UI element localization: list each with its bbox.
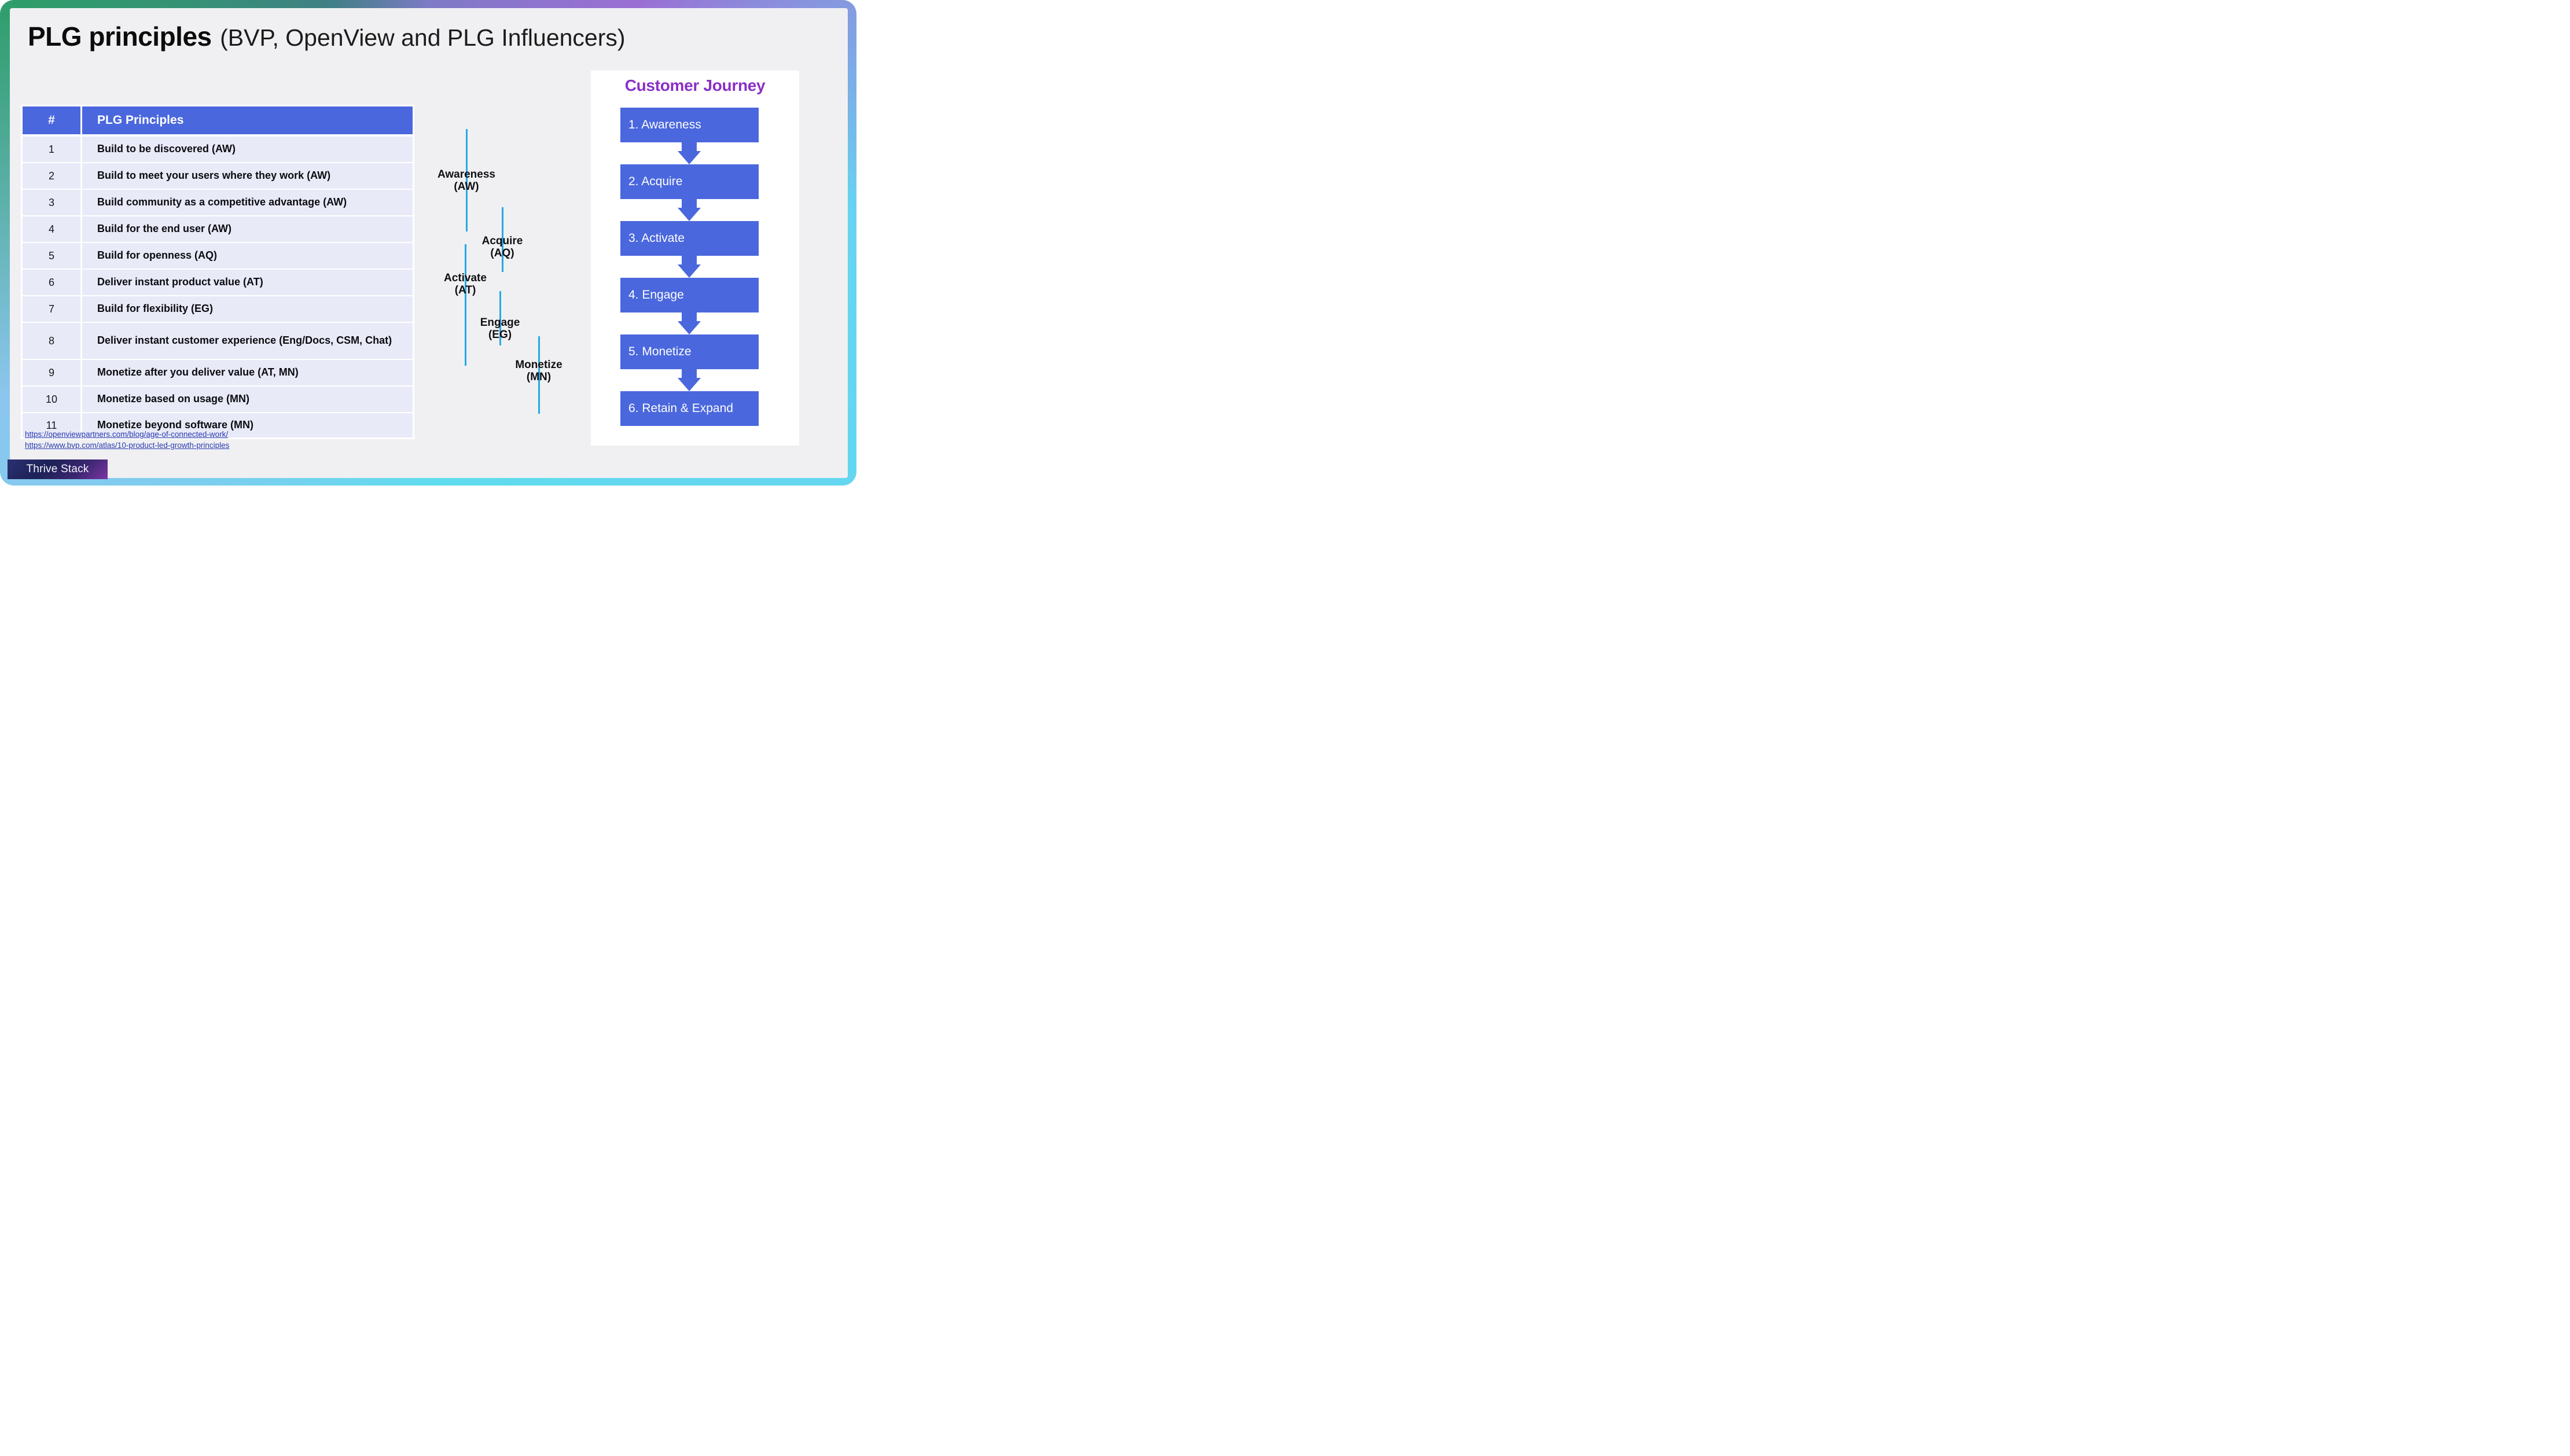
stage-line-activate: [465, 244, 466, 366]
table-row: 10 Monetize based on usage (MN): [23, 387, 413, 412]
down-arrow-icon: [678, 369, 701, 391]
down-arrow-icon: [678, 312, 701, 334]
down-arrow-icon: [678, 256, 701, 278]
stage-label-engage: Engage (EG): [454, 317, 546, 341]
row-text: Deliver instant product value (AT): [82, 270, 413, 295]
row-number: 11: [23, 413, 80, 437]
table-header-num: #: [23, 106, 80, 134]
table-row: 2 Build to meet your users where they wo…: [23, 163, 413, 189]
row-text: Build community as a competitive advanta…: [82, 190, 413, 215]
table-row: 6 Deliver instant product value (AT): [23, 270, 413, 295]
source-link-bvp[interactable]: https://www.bvp.com/atlas/10-product-led…: [25, 441, 230, 450]
down-arrow-icon: [678, 142, 701, 164]
row-number: 3: [23, 190, 80, 215]
table-row: 9 Monetize after you deliver value (AT, …: [23, 360, 413, 385]
row-number: 6: [23, 270, 80, 295]
journey-step-activate: 3. Activate: [620, 221, 759, 256]
stage-label-monetize: Monetize (MN): [492, 359, 585, 383]
stage-label-acquire: Acquire (AQ): [456, 235, 549, 259]
row-number: 8: [23, 323, 80, 359]
table-row: 5 Build for openness (AQ): [23, 243, 413, 269]
stage-abbr: (AT): [454, 284, 476, 296]
row-text: Monetize beyond software (MN): [82, 413, 413, 437]
row-number: 1: [23, 137, 80, 162]
stage-abbr: (AW): [454, 181, 479, 193]
row-text: Monetize after you deliver value (AT, MN…: [82, 360, 413, 385]
stage-line-engage: [499, 291, 501, 345]
row-text: Build for flexibility (EG): [82, 296, 413, 322]
stage-abbr: (EG): [488, 329, 512, 341]
table-row: 11 Monetize beyond software (MN): [23, 413, 413, 437]
stage-line-acquire: [502, 207, 503, 272]
stage-name: Activate: [444, 272, 487, 284]
stage-abbr: (AQ): [490, 247, 514, 259]
row-number: 2: [23, 163, 80, 189]
journey-step-acquire: 2. Acquire: [620, 164, 759, 199]
table-header-row: # PLG Principles: [23, 106, 413, 134]
source-link-openview[interactable]: https://openviewpartners.com/blog/age-of…: [25, 430, 229, 439]
slide-frame: PLG principles (BVP, OpenView and PLG In…: [0, 0, 856, 486]
row-text: Build to be discovered (AW): [82, 137, 413, 162]
table-header-title: PLG Principles: [82, 106, 413, 134]
stage-abbr: (MN): [526, 371, 551, 383]
stage-name: Monetize: [515, 359, 562, 371]
stage-line-awareness: [466, 129, 468, 231]
journey-title: Customer Journey: [624, 76, 766, 94]
journey-step-awareness: 1. Awareness: [620, 108, 759, 142]
row-text: Build for the end user (AW): [82, 216, 413, 242]
row-number: 10: [23, 387, 80, 412]
table-row: 4 Build for the end user (AW): [23, 216, 413, 242]
row-text: Build to meet your users where they work…: [82, 163, 413, 189]
stage-name: Engage: [480, 317, 520, 329]
table-row: 7 Build for flexibility (EG): [23, 296, 413, 322]
down-arrow-icon: [678, 199, 701, 221]
row-number: 7: [23, 296, 80, 322]
stage-name: Acquire: [481, 235, 523, 247]
row-text: Build for openness (AQ): [82, 243, 413, 269]
table-row: 1 Build to be discovered (AW): [23, 137, 413, 162]
plg-principles-table: # PLG Principles 1 Build to be discovere…: [21, 105, 414, 439]
stage-line-monetize: [538, 336, 540, 414]
stage-label-awareness: Awareness (AW): [420, 168, 513, 193]
source-links: https://openviewpartners.com/blog/age-of…: [25, 430, 229, 450]
page-title: PLG principles: [28, 21, 212, 52]
journey-step-engage: 4. Engage: [620, 278, 759, 312]
stage-name: Awareness: [437, 168, 495, 181]
row-text: Deliver instant customer experience (Eng…: [82, 323, 413, 359]
table-row: 3 Build community as a competitive advan…: [23, 190, 413, 215]
row-text: Monetize based on usage (MN): [82, 387, 413, 412]
page-title-suffix: (BVP, OpenView and PLG Influencers): [220, 24, 626, 51]
journey-step-monetize: 5. Monetize: [620, 334, 759, 369]
customer-journey-card: Customer Journey 1. Awareness 2. Acquire…: [591, 71, 799, 446]
row-number: 9: [23, 360, 80, 385]
stage-label-activate: Activate (AT): [419, 272, 512, 296]
journey-step-retain-expand: 6. Retain & Expand: [620, 391, 759, 426]
brand-badge: Thrive Stack: [8, 459, 108, 479]
row-number: 5: [23, 243, 80, 269]
page-title-block: PLG principles (BVP, OpenView and PLG In…: [28, 21, 626, 52]
table-row: 8 Deliver instant customer experience (E…: [23, 323, 413, 359]
row-number: 4: [23, 216, 80, 242]
